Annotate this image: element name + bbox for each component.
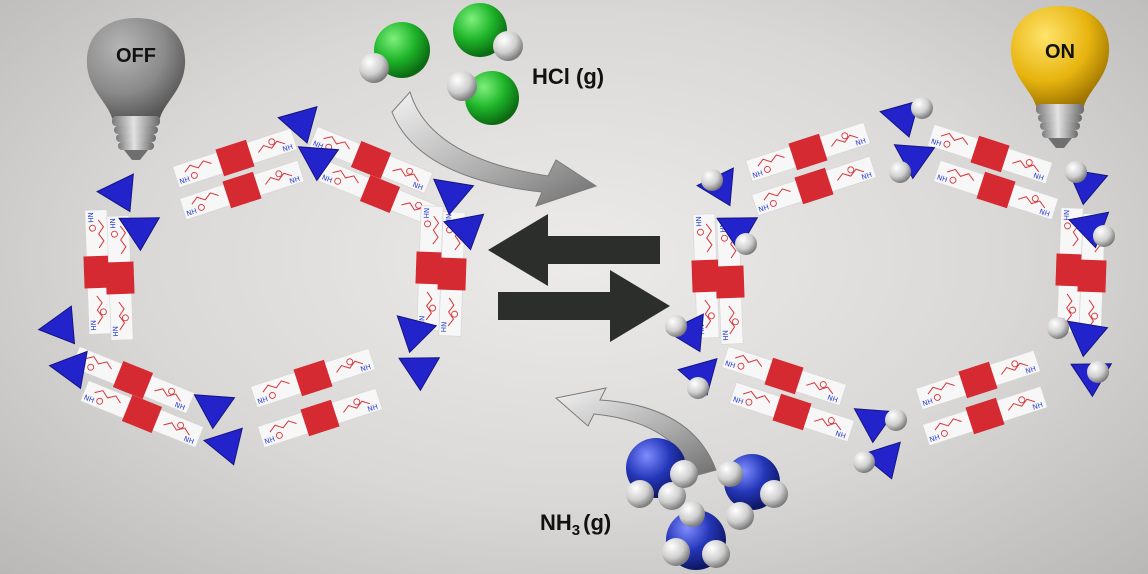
nh3-label-main: NH bbox=[540, 510, 572, 535]
nh3-molecules bbox=[626, 438, 788, 570]
bulb-off: OFF bbox=[86, 18, 186, 160]
forward-arrow bbox=[498, 270, 670, 342]
bulb-on-glass bbox=[1010, 6, 1110, 106]
bulb-off-glass bbox=[86, 18, 186, 118]
bulb-on: ON bbox=[1010, 6, 1110, 148]
reverse-arrow bbox=[488, 214, 660, 286]
nh3-label-sub: 3 bbox=[572, 522, 580, 539]
nh3-label-tail: (g) bbox=[583, 510, 611, 535]
hcl-molecules bbox=[359, 3, 523, 125]
adsorbed-protons bbox=[665, 97, 1115, 473]
hcl-curved-arrow bbox=[391, 91, 598, 207]
metal-node bbox=[396, 353, 440, 393]
hcl-label: HCl (g) bbox=[532, 64, 604, 89]
framework-left bbox=[36, 106, 487, 471]
bulb-on-label: ON bbox=[1045, 41, 1075, 63]
bulb-off-label: OFF bbox=[116, 45, 156, 67]
reversible-arrows bbox=[488, 214, 670, 342]
metal-node bbox=[202, 427, 250, 471]
nh3-label: NH3(g) bbox=[540, 510, 611, 539]
framework-right bbox=[665, 97, 1115, 485]
